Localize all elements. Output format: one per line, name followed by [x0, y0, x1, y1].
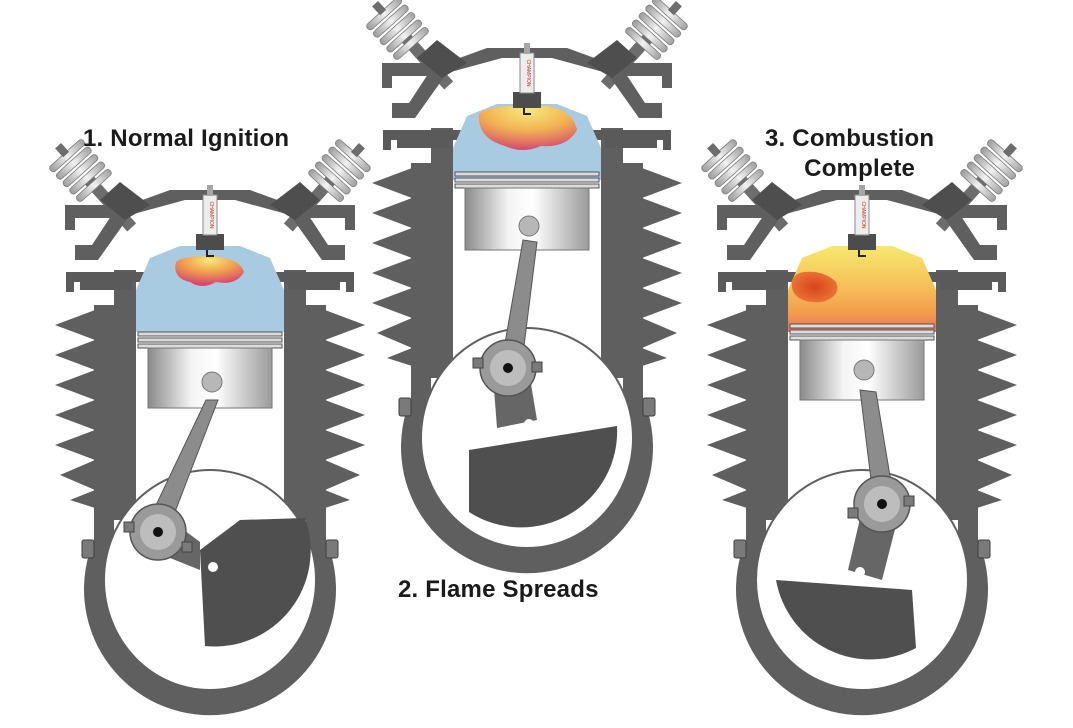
flame-front [478, 106, 577, 150]
caption-combustion-complete: 3. Combustion Complete [765, 124, 934, 184]
spark-plug: CHAMPION [513, 43, 541, 115]
crank-journal [472, 339, 543, 397]
piston [137, 331, 283, 409]
combustion-chamber [136, 246, 284, 332]
spark-plug-label-3: CHAMPION [860, 202, 866, 229]
combustion-chamber [788, 246, 936, 332]
spark-plug: CHAMPION [196, 185, 224, 257]
caption-combustion-line2: Complete [804, 155, 916, 182]
piston [454, 171, 600, 251]
engine-flame-spreads: CHAMPION [358, 0, 696, 575]
spark-plug-label-2: CHAMPION [525, 60, 531, 87]
flame-kernel [175, 256, 244, 286]
crank-journal [123, 503, 193, 561]
caption-normal-ignition: 1. Normal Ignition [83, 125, 290, 152]
caption-combustion-line1: 3. Combustion [765, 125, 935, 152]
crank-counterweight [776, 580, 916, 660]
hot-spot [791, 271, 838, 303]
piston [789, 323, 935, 401]
engine-combustion-complete: CHAMPION [693, 130, 1031, 717]
crank-journal [847, 475, 915, 533]
crank-counterweight [469, 426, 618, 528]
crank-counterweight [200, 518, 311, 647]
engine-normal-ignition: CHAMPION [41, 130, 379, 717]
valve-spring-right [923, 130, 1031, 243]
caption-flame-spreads: 2. Flame Spreads [398, 576, 599, 603]
spark-plug: CHAMPION [848, 185, 876, 257]
spark-plug-label-1: CHAMPION [208, 202, 214, 229]
